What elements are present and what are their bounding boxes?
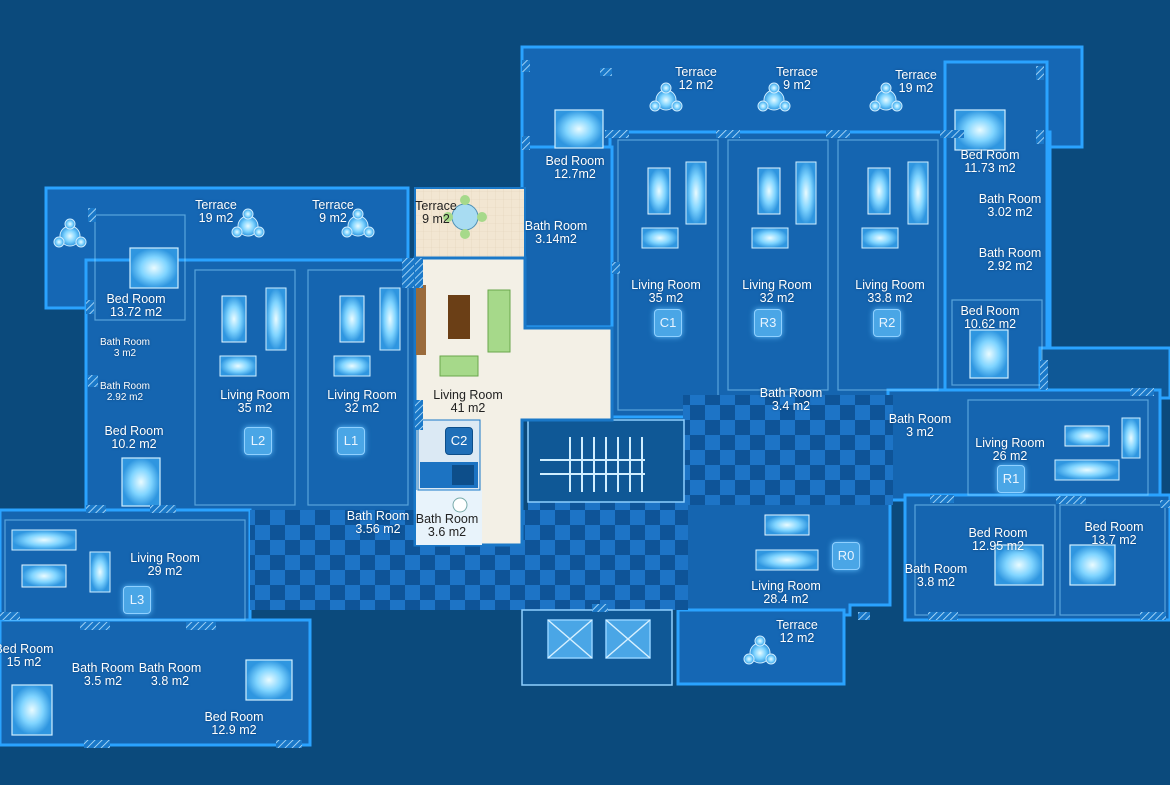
unit-badge-l3[interactable]: L3 bbox=[123, 586, 151, 614]
unit-badge-r3[interactable]: R3 bbox=[754, 309, 782, 337]
room-glow bbox=[4, 139, 1166, 621]
wall-hatches bbox=[0, 60, 1170, 748]
unit-badge-r2[interactable]: R2 bbox=[873, 309, 901, 337]
unit-badge-c1[interactable]: C1 bbox=[654, 309, 682, 337]
unit-badge-l2[interactable]: L2 bbox=[244, 427, 272, 455]
beds bbox=[11, 109, 1116, 736]
unit-badge-r0[interactable]: R0 bbox=[832, 542, 860, 570]
unit-badge-c2[interactable]: C2 bbox=[445, 427, 473, 455]
tables bbox=[21, 167, 1110, 588]
sofas bbox=[11, 161, 1141, 593]
stairwell bbox=[521, 419, 685, 686]
unit-badge-l1[interactable]: L1 bbox=[337, 427, 365, 455]
terrace-tables bbox=[53, 82, 903, 665]
unit-badge-r1[interactable]: R1 bbox=[997, 465, 1025, 493]
floors bbox=[0, 45, 1170, 747]
